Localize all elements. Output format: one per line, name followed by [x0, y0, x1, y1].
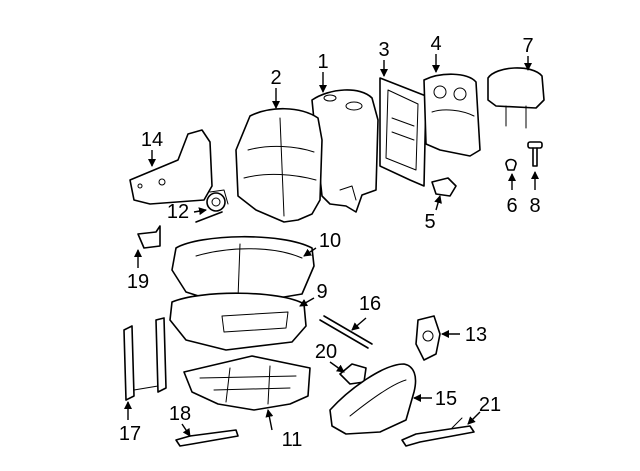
part-17-rail	[123, 317, 167, 401]
part-4-rear-cover	[423, 73, 481, 157]
callout-3: 3	[378, 39, 389, 61]
callout-17: 17	[119, 423, 141, 445]
callout-8: 8	[529, 195, 540, 217]
callout-1: 1	[317, 51, 328, 73]
callout-7: 7	[522, 35, 533, 57]
part-3-back-panel	[379, 77, 427, 187]
callout-13: 13	[465, 324, 487, 346]
callout-11: 11	[282, 429, 303, 451]
callout-20: 20	[315, 341, 337, 363]
callout-15: 15	[435, 388, 457, 410]
part-1-seatback-frame	[311, 89, 379, 213]
callout-12: 12	[167, 201, 189, 223]
part-11-seat-frame	[183, 355, 311, 411]
part-16-rod	[319, 315, 373, 349]
part-14-side-cover	[129, 129, 213, 205]
callout-21: 21	[479, 394, 501, 416]
part-15-side-shield	[329, 363, 417, 435]
leader-lines	[124, 54, 539, 437]
part-2-seatback-cushion	[235, 107, 323, 223]
callout-14: 14	[141, 129, 163, 151]
part-8-bolt	[527, 141, 543, 167]
callout-18: 18	[169, 403, 191, 425]
part-13-recliner-mech	[415, 315, 441, 361]
part-21-cable	[401, 417, 475, 447]
callout-9: 9	[316, 281, 327, 303]
callout-10: 10	[319, 230, 341, 252]
part-5-knob	[431, 177, 457, 197]
callout-6: 6	[506, 195, 517, 217]
part-9-seat-pan	[169, 292, 307, 351]
callout-16: 16	[359, 293, 381, 315]
callout-5: 5	[424, 211, 435, 233]
part-18-handle	[175, 429, 239, 447]
part-7-headrest	[487, 67, 545, 129]
part-12-recliner	[195, 189, 229, 223]
callout-4: 4	[430, 33, 441, 55]
part-6-guide	[505, 158, 517, 171]
part-20-latch	[339, 363, 367, 385]
callout-labels: 1 2 3 4 5 6 7 8 9 10 11 12 13 14 15 16 1…	[119, 33, 541, 451]
callout-2: 2	[270, 67, 281, 89]
part-19-bracket	[137, 225, 161, 249]
callout-19: 19	[127, 271, 149, 293]
